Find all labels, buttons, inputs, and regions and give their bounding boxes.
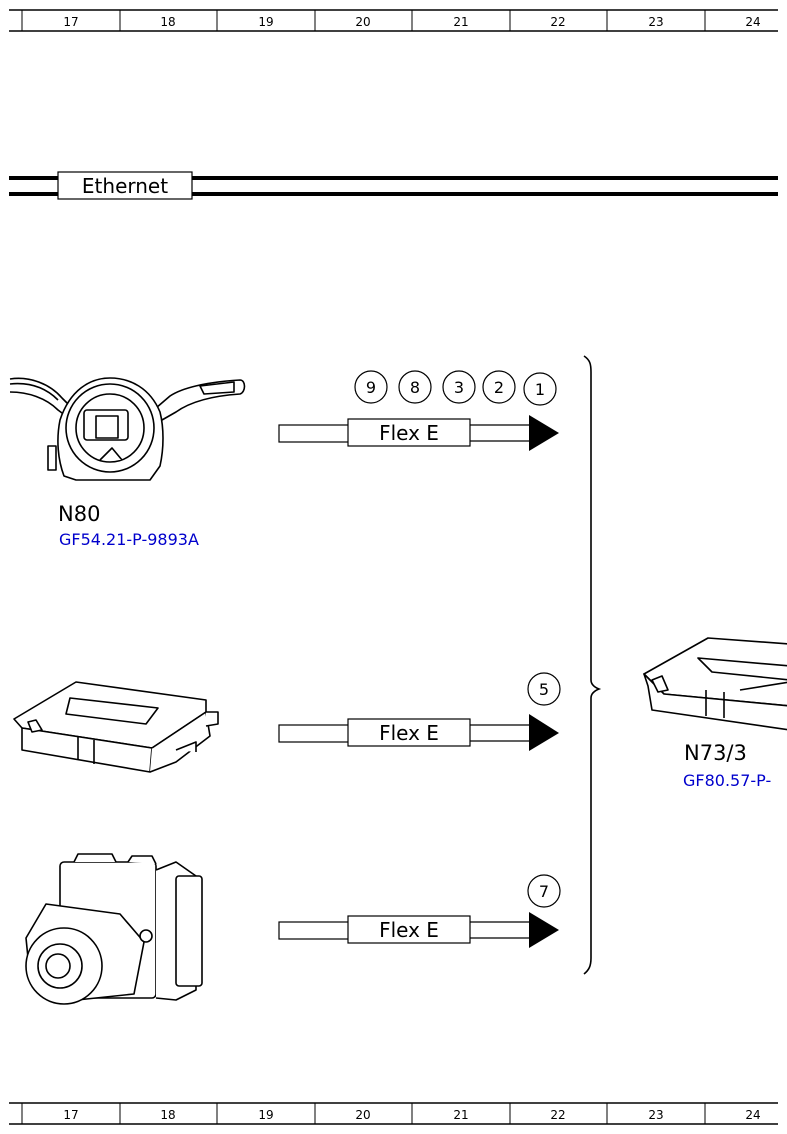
grouping-brace [583, 355, 602, 975]
marker-circle [354, 370, 388, 404]
flex-label: Flex E [379, 421, 439, 445]
arrow-head [529, 415, 559, 451]
reference-link-n73-3[interactable]: GF80.57-P- [683, 771, 771, 790]
connector-stub [278, 424, 350, 443]
bus-label: Ethernet [82, 174, 168, 198]
connector-stub [278, 724, 350, 743]
ethernet-bus: Ethernet [9, 171, 778, 200]
arrow-head [529, 714, 559, 751]
marker-circle [442, 370, 476, 404]
ruler-column-label: 18 [160, 1108, 175, 1122]
ruler-column-label: 20 [355, 1108, 370, 1122]
marker-number: 8 [410, 378, 420, 397]
flex-label-box [347, 915, 471, 944]
ruler-column-label: 22 [550, 1108, 565, 1122]
n73-3-control-unit-drawing [643, 637, 787, 731]
ruler-column-label: 23 [648, 15, 663, 29]
connection-row-3: Flex E 7 [278, 874, 561, 948]
marker-circle [523, 372, 557, 406]
ruler-column-label: 17 [63, 1108, 78, 1122]
flex-label-box [347, 718, 471, 747]
marker-circle [527, 874, 561, 908]
ruler-column-label: 19 [258, 15, 273, 29]
bottom-ruler: 17 18 19 20 21 22 23 24 [9, 1102, 778, 1125]
marker-number: 3 [454, 378, 464, 397]
marker-circle [398, 370, 432, 404]
flex-label-box [347, 418, 471, 447]
connector-stub [278, 921, 350, 940]
connection-row-1: Flex E 9 8 3 2 1 [278, 370, 559, 451]
marker-number: 5 [539, 680, 549, 699]
marker-number: 9 [366, 378, 376, 397]
ruler-column-label: 21 [453, 1108, 468, 1122]
motor-unit-drawing [25, 853, 203, 1005]
reference-link-n80[interactable]: GF54.21-P-9893A [59, 530, 199, 549]
top-ruler: 17 18 19 20 21 22 23 24 [9, 9, 778, 32]
ruler-column-label: 21 [453, 15, 468, 29]
ruler-column-label: 24 [745, 1108, 760, 1122]
ruler-column-label: 22 [550, 15, 565, 29]
ruler-column-label: 20 [355, 15, 370, 29]
arrow-head [529, 912, 559, 948]
marker-number: 2 [494, 378, 504, 397]
bus-label-box [57, 171, 193, 200]
control-unit-drawing [13, 681, 219, 773]
marker-number: 7 [539, 882, 549, 901]
marker-number: 1 [535, 380, 545, 399]
component-name-n73-3: N73/3 [684, 741, 747, 765]
flex-label: Flex E [379, 721, 439, 745]
ruler-column-label: 24 [745, 15, 760, 29]
ruler-column-label: 18 [160, 15, 175, 29]
marker-circle [482, 370, 516, 404]
steering-column-module-drawing [9, 377, 246, 481]
connection-row-2: Flex E 5 [278, 672, 561, 751]
component-name-n80: N80 [58, 502, 100, 526]
marker-circle [527, 672, 561, 706]
flex-label: Flex E [379, 918, 439, 942]
ruler-column-label: 23 [648, 1108, 663, 1122]
ruler-column-label: 17 [63, 15, 78, 29]
ruler-column-label: 19 [258, 1108, 273, 1122]
